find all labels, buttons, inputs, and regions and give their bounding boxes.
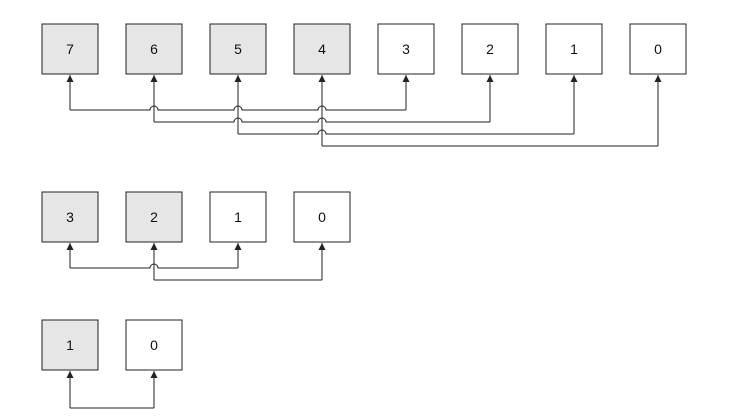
bit-box-rect bbox=[125, 23, 183, 75]
bit-label: 7 bbox=[66, 41, 74, 57]
row-0: 7 6 5 4 3 2 1 0 bbox=[41, 23, 687, 147]
bit-box-rect bbox=[377, 23, 435, 75]
bit-label: 5 bbox=[234, 41, 242, 57]
bit-box: 3 bbox=[41, 191, 99, 243]
bit-box-rect bbox=[293, 191, 351, 243]
bit-box: 3 bbox=[377, 23, 435, 75]
bit-label: 6 bbox=[150, 41, 158, 57]
bit-box-rect bbox=[461, 23, 519, 75]
bit-box: 2 bbox=[125, 191, 183, 243]
bit-box: 1 bbox=[545, 23, 603, 75]
bit-label: 1 bbox=[234, 209, 242, 225]
bit-box: 7 bbox=[41, 23, 99, 75]
bit-box-rect bbox=[209, 191, 267, 243]
bit-label: 2 bbox=[486, 41, 494, 57]
bit-box: 2 bbox=[461, 23, 519, 75]
bit-box: 0 bbox=[629, 23, 687, 75]
swap-connector bbox=[150, 75, 494, 123]
bit-box-rect bbox=[125, 319, 183, 371]
bit-box: 0 bbox=[293, 191, 351, 243]
connector-line bbox=[238, 129, 574, 135]
bit-box-rect bbox=[545, 23, 603, 75]
bit-box-rect bbox=[629, 23, 687, 75]
bit-label: 4 bbox=[318, 41, 326, 57]
bit-box-rect bbox=[41, 23, 99, 75]
bit-label: 0 bbox=[654, 41, 662, 57]
swap-connector bbox=[318, 75, 662, 147]
swap-connector bbox=[66, 371, 158, 409]
bit-label: 2 bbox=[150, 209, 158, 225]
bit-box-rect bbox=[125, 191, 183, 243]
bit-label: 0 bbox=[150, 337, 158, 353]
bit-label: 1 bbox=[66, 337, 74, 353]
bit-box-rect bbox=[209, 23, 267, 75]
connector-line bbox=[154, 117, 490, 123]
bit-label: 3 bbox=[66, 209, 74, 225]
bit-box-rect bbox=[41, 319, 99, 371]
bit-label: 1 bbox=[570, 41, 578, 57]
bit-label: 3 bbox=[402, 41, 410, 57]
bit-box: 0 bbox=[125, 319, 183, 371]
bit-label: 0 bbox=[318, 209, 326, 225]
bit-box: 1 bbox=[41, 319, 99, 371]
bit-box: 4 bbox=[293, 23, 351, 75]
bit-box: 6 bbox=[125, 23, 183, 75]
swap-connector bbox=[150, 243, 326, 281]
bit-box: 5 bbox=[209, 23, 267, 75]
bit-box: 1 bbox=[209, 191, 267, 243]
row-1: 3 2 1 0 bbox=[41, 191, 351, 281]
bit-box-rect bbox=[41, 191, 99, 243]
bit-box-rect bbox=[293, 23, 351, 75]
